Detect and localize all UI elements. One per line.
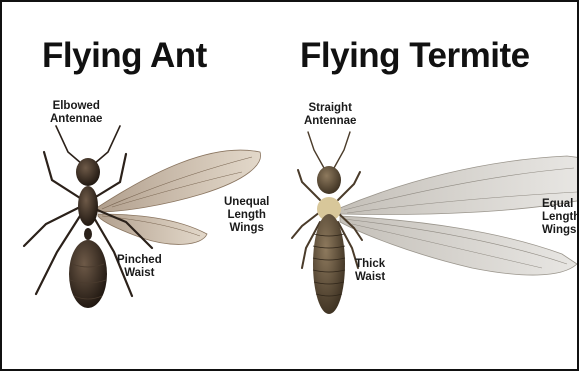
- ant-waist: [84, 228, 92, 240]
- termite-antennae: [308, 132, 350, 168]
- label-thick-waist: Thick Waist: [355, 258, 385, 284]
- label-straight-antennae: Straight Antennae: [304, 102, 356, 128]
- label-elbowed-antennae: Elbowed Antennae: [50, 100, 102, 126]
- termite-abdomen: [313, 214, 345, 314]
- flying-termite: [292, 132, 579, 314]
- ant-head: [76, 158, 100, 186]
- label-pinched-waist: Pinched Waist: [117, 254, 162, 280]
- label-equal-length-wings: Equal Length Wings: [542, 198, 579, 237]
- ant-gaster: [69, 240, 107, 308]
- ant-hindwing: [98, 214, 207, 244]
- ant-thorax: [78, 186, 98, 226]
- termite-head: [317, 166, 341, 194]
- label-unequal-length-wings: Unequal Length Wings: [224, 196, 269, 235]
